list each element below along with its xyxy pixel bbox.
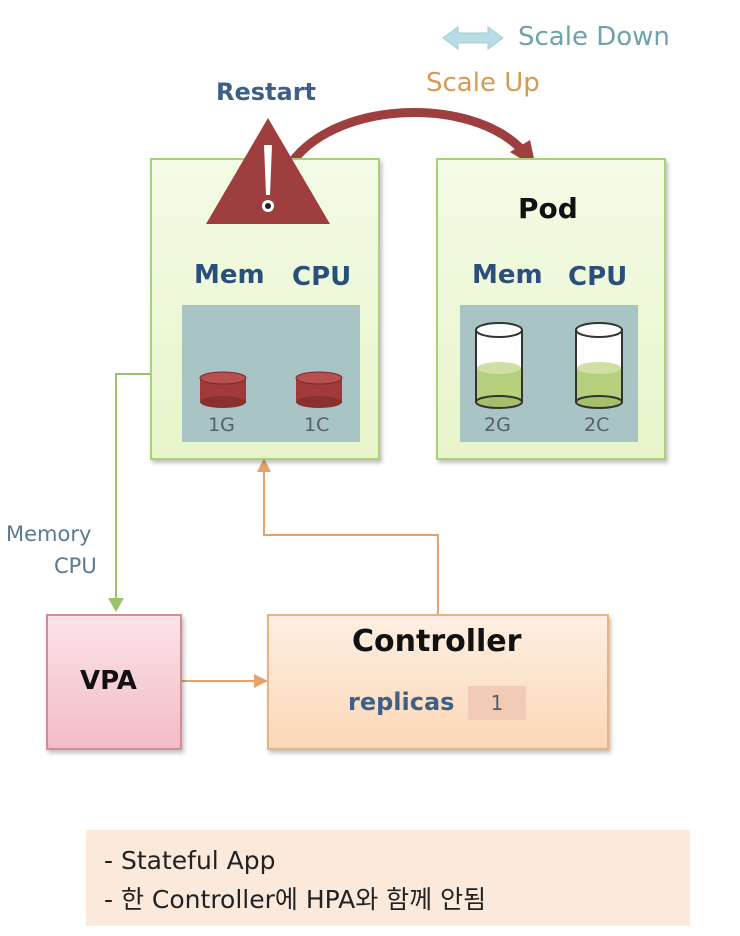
replicas-label: replicas [348,688,455,716]
scale-down-arrow-icon [442,26,504,50]
controller-title: Controller [352,624,522,659]
old-cpu-cylinder-icon [295,371,343,408]
restart-label: Restart [216,78,317,106]
new-mem-cylinder-icon [475,322,523,409]
metrics-label-memory: Memory [6,522,92,546]
scale-down-label: Scale Down [518,22,670,52]
controller-to-pod-arrow [257,458,439,614]
new-pod-cpu-label: CPU [568,262,628,292]
old-pod-mem-value: 1G [208,414,235,436]
note-line-1: - Stateful App [104,846,276,875]
old-pod-cpu-label: CPU [292,262,352,292]
warning-icon [206,118,330,224]
old-pod-mem-label: Mem [194,260,265,290]
new-pod-mem-label: Mem [472,260,543,290]
old-pod-cpu-value: 1C [304,414,330,436]
scale-up-label: Scale Up [426,68,540,98]
metrics-label-cpu: CPU [54,554,97,578]
vpa-label: VPA [80,666,137,696]
vpa-to-controller-arrow [180,674,268,688]
replicas-value: 1 [468,686,526,720]
vpa-box [46,614,182,750]
new-pod-title: Pod [518,192,578,225]
old-mem-cylinder-icon [199,371,247,408]
controller-box [267,614,609,750]
notes-box [86,830,690,926]
new-cpu-cylinder-icon [575,322,623,409]
new-pod-mem-value: 2G [484,414,511,436]
note-line-2: - 한 Controller에 HPA와 함께 안됨 [104,885,487,914]
new-pod-cpu-value: 2C [584,414,610,436]
